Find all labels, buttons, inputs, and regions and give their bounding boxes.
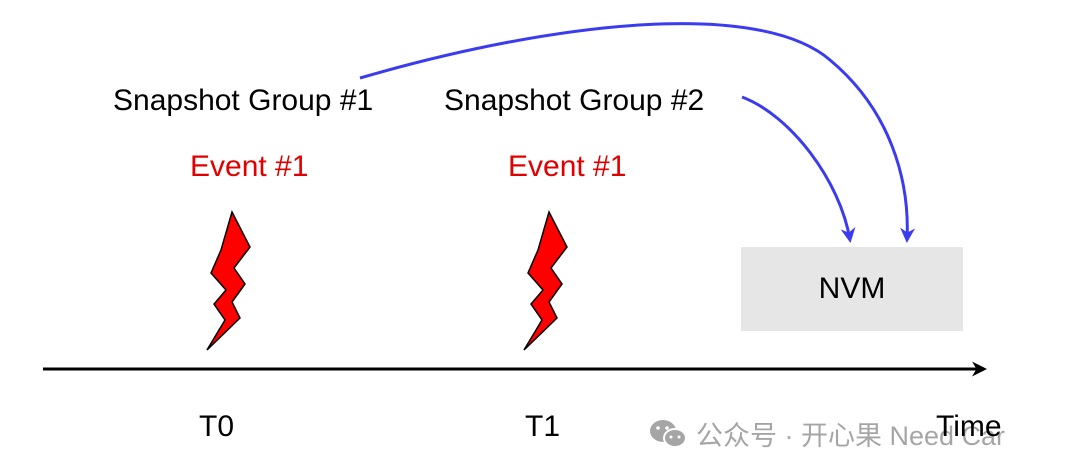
wechat-icon xyxy=(650,419,687,448)
event-label-t0: Event #1 xyxy=(190,150,309,183)
tick-label-t1: T1 xyxy=(525,410,561,443)
arrow-group1-to-nvm xyxy=(359,22,916,243)
snapshot-group-1-label: Snapshot Group #1 xyxy=(113,84,374,117)
nvm-label: NVM xyxy=(818,272,886,305)
watermark: 公众号 · 开心果 Need Car xyxy=(648,414,1005,453)
tick-label-t0: T0 xyxy=(199,410,235,443)
time-axis-label: Time xyxy=(936,410,1002,443)
event-label-t1: Event #1 xyxy=(508,150,627,183)
nvm-box-shape xyxy=(741,247,963,331)
nvm-box: NVM xyxy=(741,247,963,331)
snapshot-group-2-label: Snapshot Group #2 xyxy=(444,84,705,117)
lightning-bolt-icon xyxy=(523,209,568,351)
arrow-group2-to-nvm xyxy=(741,95,856,243)
watermark-text: 公众号 · 开心果 Need Car xyxy=(696,421,1006,451)
lightning-bolt-icon xyxy=(206,209,251,351)
